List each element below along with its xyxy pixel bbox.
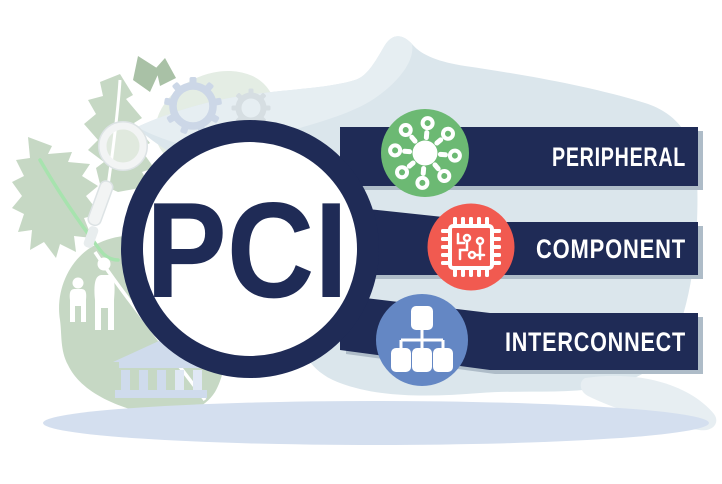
ground-shadow bbox=[43, 401, 709, 445]
interconnect-badge bbox=[376, 294, 468, 386]
people-silhouettes bbox=[69, 257, 115, 330]
icon-badges bbox=[376, 109, 515, 386]
leaf-left bbox=[12, 137, 100, 258]
component-badge bbox=[427, 203, 515, 291]
acronym-circle: PCI bbox=[121, 120, 379, 378]
bar-interconnect-label: INTERCONNECT bbox=[505, 327, 686, 357]
stem-line bbox=[38, 158, 120, 262]
gear-large-icon bbox=[163, 77, 223, 135]
acronym-text: PCI bbox=[146, 174, 348, 326]
bar-component-label: COMPONENT bbox=[536, 234, 686, 264]
sitemap-icon bbox=[391, 306, 453, 372]
microchip-icon bbox=[441, 217, 501, 277]
bar-peripheral-label: PERIPHERAL bbox=[552, 142, 686, 172]
magnifier-icon bbox=[83, 121, 148, 248]
leaf-upper-vein bbox=[106, 79, 122, 187]
leaf-tip-dark bbox=[133, 56, 176, 92]
hub-network-icon bbox=[387, 115, 463, 191]
peripheral-badge bbox=[381, 109, 469, 197]
